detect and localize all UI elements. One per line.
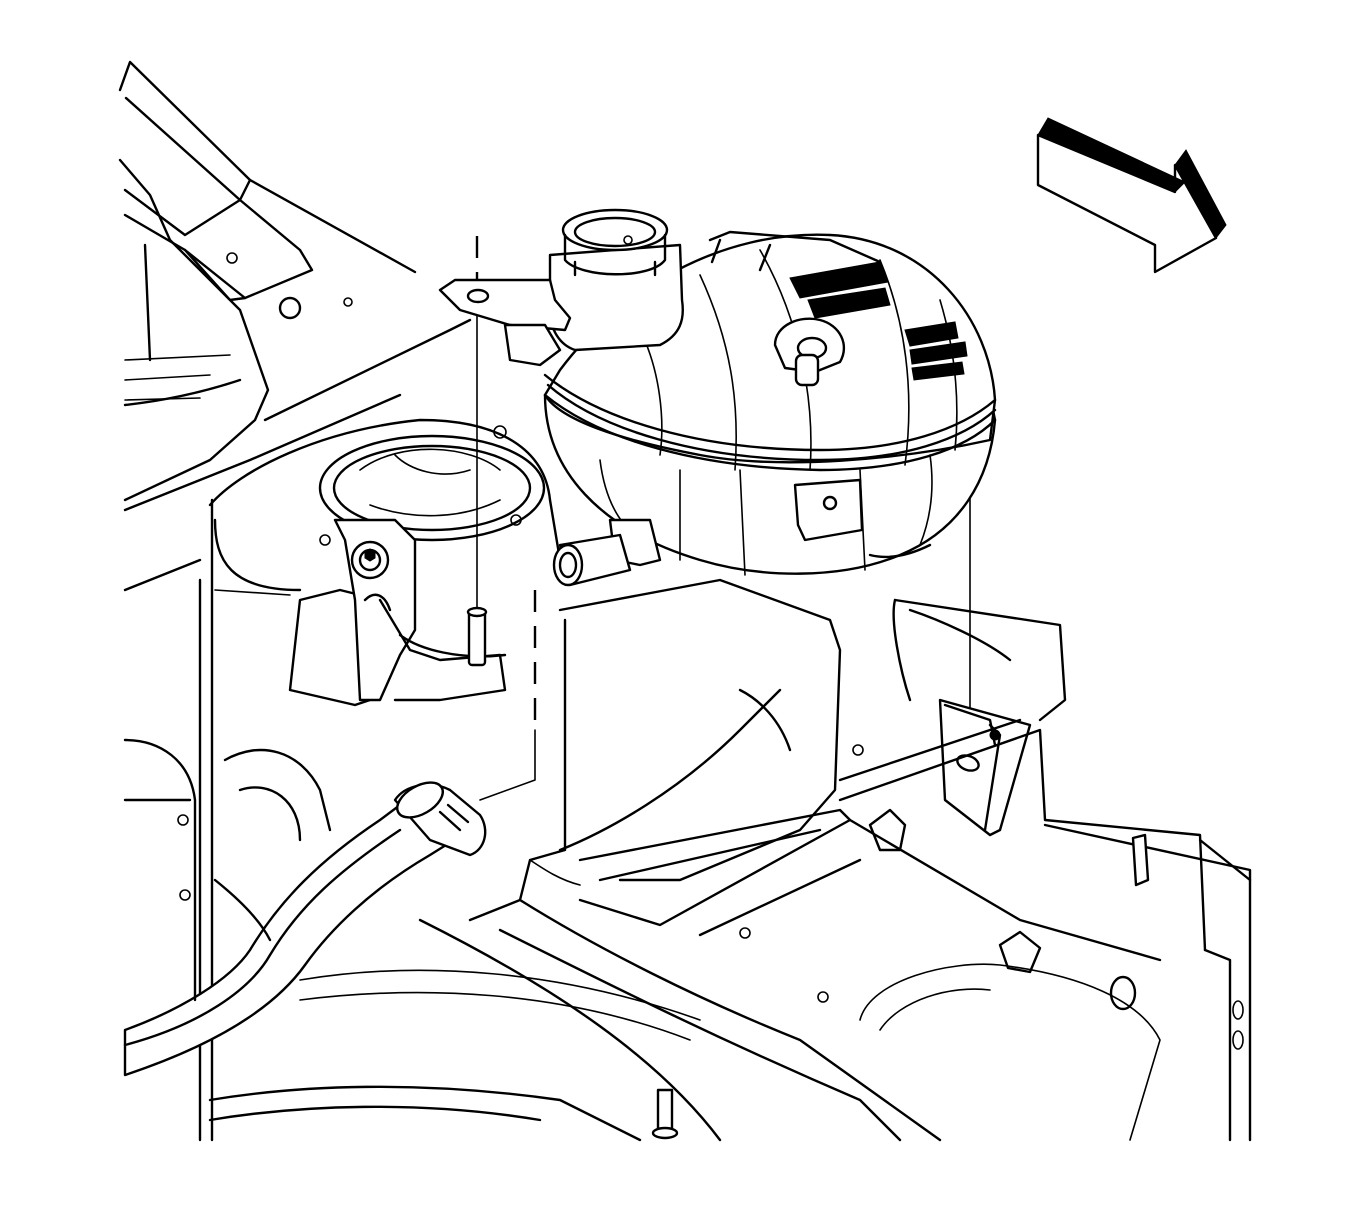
bolt-icon — [350, 540, 390, 580]
center-duct — [468, 578, 852, 927]
mounting-stud-icon — [466, 606, 488, 667]
front-direction-arrow-icon — [1036, 117, 1227, 274]
lower-body-panel — [418, 718, 1252, 1142]
upper-left-body-structure — [118, 60, 472, 592]
front-mount-bracket — [892, 598, 1067, 837]
reservoir-cap-icon — [548, 208, 684, 352]
reservoir-outlet-nipple — [552, 518, 662, 587]
radiator-hose — [123, 781, 487, 1077]
mounting-bracket — [288, 518, 507, 707]
lower-left-structure — [123, 738, 701, 1142]
reservoir-mounting-arm — [438, 278, 572, 367]
